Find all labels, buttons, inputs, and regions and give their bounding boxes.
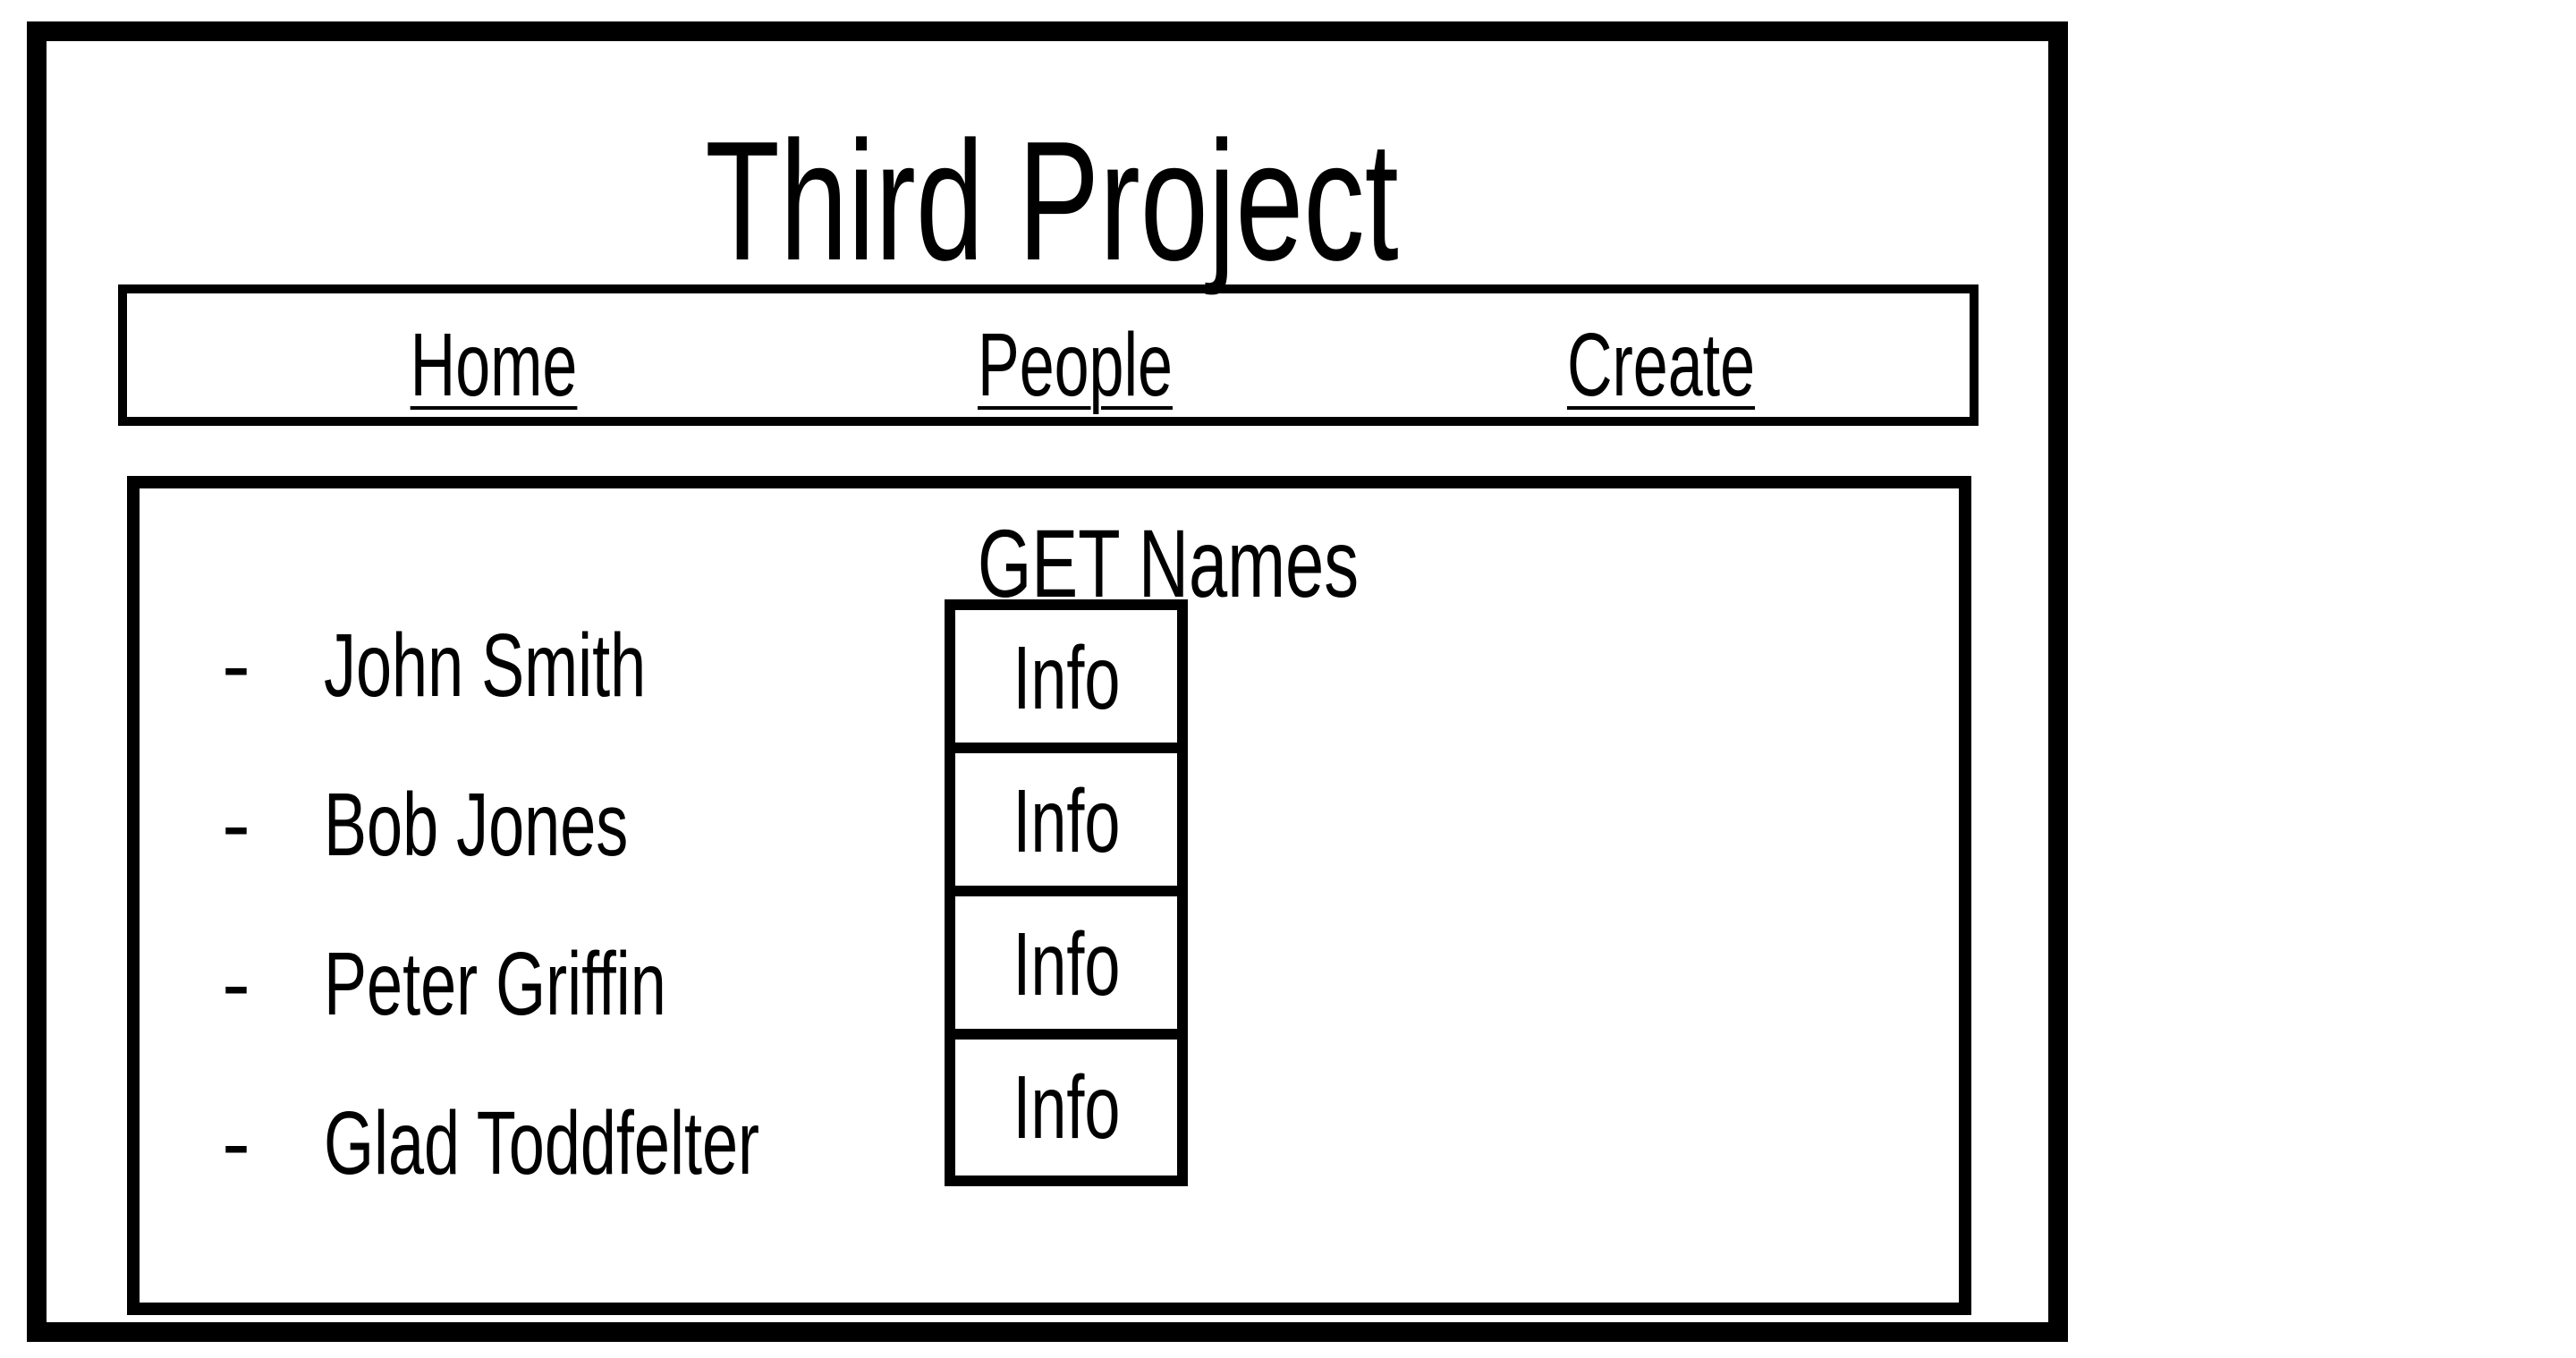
list-item: - Peter Griffin (140, 930, 945, 1038)
nav-link-create[interactable]: Create (1566, 315, 1756, 415)
person-name: Bob Jones (324, 775, 629, 875)
nav-link-home[interactable]: Home (410, 315, 578, 415)
info-button-john-smith[interactable]: Info (945, 599, 1188, 757)
list-bullet: - (222, 1095, 250, 1191)
list-bullet: - (222, 777, 250, 872)
nav-bar: Home People Create (118, 284, 1979, 426)
list-item: - Bob Jones (140, 771, 945, 878)
info-button-peter-griffin[interactable]: Info (945, 886, 1188, 1043)
section-title: GET Names (977, 509, 1360, 617)
person-name: Glad Toddfelter (324, 1093, 759, 1193)
page-frame (27, 21, 2068, 1342)
info-button-label: Info (1012, 628, 1121, 728)
info-button-bob-jones[interactable]: Info (945, 743, 1188, 900)
list-item: - Glad Toddfelter (140, 1090, 945, 1197)
list-bullet: - (222, 617, 250, 713)
page-title: Third Project (705, 106, 1399, 296)
list-item: - John Smith (140, 612, 945, 719)
person-name: John Smith (324, 615, 647, 716)
nav-link-people[interactable]: People (978, 315, 1173, 415)
person-name: Peter Griffin (324, 934, 666, 1034)
info-button-label: Info (1012, 914, 1121, 1014)
people-panel: GET Names - John Smith - Bob Jones - Pet… (127, 476, 1971, 1315)
list-bullet: - (222, 936, 250, 1031)
info-button-stack: Info Info Info Info (945, 599, 1188, 1186)
info-button-label: Info (1012, 771, 1121, 871)
info-button-label: Info (1012, 1057, 1121, 1158)
info-button-glad-toddfelter[interactable]: Info (945, 1029, 1188, 1186)
